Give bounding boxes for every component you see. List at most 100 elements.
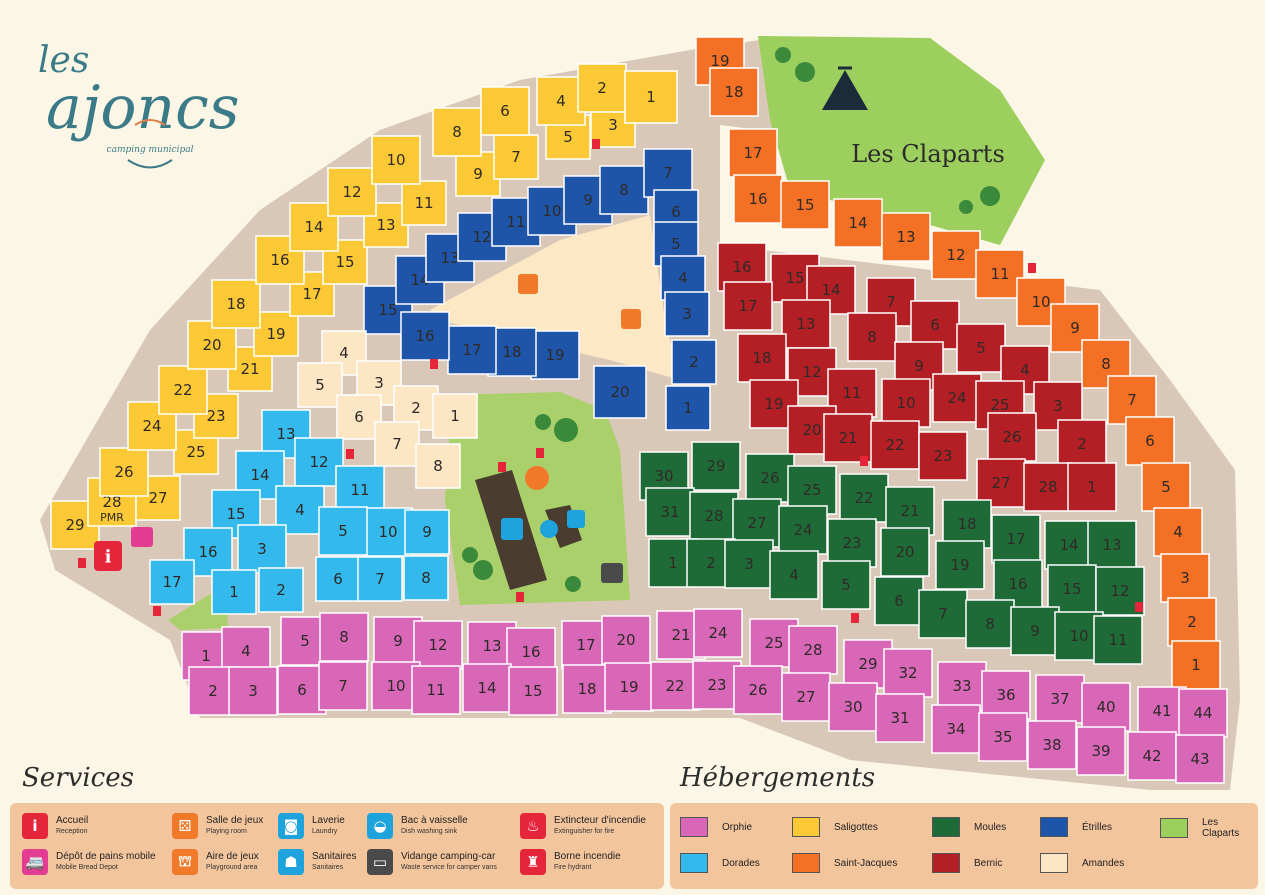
plot-saligottes-4[interactable]: [536, 76, 586, 126]
plot-saint-jacques-17[interactable]: [728, 128, 778, 178]
plot-bernic-10[interactable]: [881, 378, 931, 428]
plot-etrilles-16[interactable]: [400, 311, 450, 361]
plot-etrilles-3[interactable]: [664, 291, 710, 337]
plot-moules-5[interactable]: [821, 560, 871, 610]
plot-moules-29[interactable]: [691, 441, 741, 491]
plot-moules-22[interactable]: [839, 473, 889, 523]
plot-orphie-39[interactable]: [1076, 726, 1126, 776]
plot-saint-jacques-14[interactable]: [833, 198, 883, 248]
plot-orphie-37[interactable]: [1035, 674, 1085, 724]
plot-orphie-43[interactable]: [1175, 734, 1225, 784]
plot-dorades-1[interactable]: [211, 569, 257, 615]
plot-saligottes-22[interactable]: [158, 365, 208, 415]
plot-moules-9[interactable]: [1010, 606, 1060, 656]
plot-moules-23[interactable]: [827, 518, 877, 568]
plot-dorades-8[interactable]: [403, 555, 449, 601]
plot-dorades-3[interactable]: [237, 524, 287, 574]
plot-orphie-30[interactable]: [828, 682, 878, 732]
plot-dorades-12[interactable]: [294, 437, 344, 487]
plot-amandes-5[interactable]: [297, 362, 343, 408]
plot-moules-18[interactable]: [942, 499, 992, 549]
plot-saligottes-14[interactable]: [289, 202, 339, 252]
plot-saligottes-12[interactable]: [327, 167, 377, 217]
plot-orphie-22[interactable]: [650, 661, 700, 711]
plot-dorades-7[interactable]: [357, 556, 403, 602]
plot-orphie-23[interactable]: [692, 660, 742, 710]
plot-orphie-27[interactable]: [781, 672, 831, 722]
plot-saligottes-6[interactable]: [480, 86, 530, 136]
plot-saint-jacques-16[interactable]: [733, 174, 783, 224]
plot-orphie-12[interactable]: [413, 620, 463, 670]
plot-moules-20[interactable]: [880, 527, 930, 577]
plot-saligottes-20[interactable]: [187, 320, 237, 370]
plot-orphie-44[interactable]: [1178, 688, 1228, 738]
plot-saligottes-1[interactable]: [624, 70, 678, 124]
plot-saint-jacques-2[interactable]: [1167, 597, 1217, 647]
plot-etrilles-8[interactable]: [599, 165, 649, 215]
plot-dorades-5[interactable]: [318, 506, 368, 556]
plot-dorades-6[interactable]: [315, 556, 361, 602]
plot-orphie-24[interactable]: [693, 608, 743, 658]
plot-saint-jacques-4[interactable]: [1153, 507, 1203, 557]
plot-saint-jacques-1[interactable]: [1171, 640, 1221, 690]
plot-bernic-26[interactable]: [987, 412, 1037, 462]
plot-saint-jacques-11[interactable]: [975, 249, 1025, 299]
plot-moules-8[interactable]: [965, 599, 1015, 649]
plot-orphie-32[interactable]: [883, 648, 933, 698]
plot-moules-27[interactable]: [732, 498, 782, 548]
plot-saint-jacques-12[interactable]: [931, 230, 981, 280]
plot-amandes-1[interactable]: [432, 393, 478, 439]
plot-etrilles-1[interactable]: [665, 385, 711, 431]
plot-etrilles-20[interactable]: [593, 365, 647, 419]
plot-orphie-40[interactable]: [1081, 682, 1131, 732]
plot-bernic-27[interactable]: [976, 458, 1026, 508]
plot-saligottes-11[interactable]: [401, 180, 447, 226]
plot-bernic-17[interactable]: [723, 281, 773, 331]
plot-saint-jacques-15[interactable]: [780, 180, 830, 230]
plot-dorades-10[interactable]: [363, 507, 413, 557]
plot-saint-jacques-3[interactable]: [1160, 553, 1210, 603]
plot-moules-19[interactable]: [935, 540, 985, 590]
plot-moules-13[interactable]: [1087, 520, 1137, 570]
plot-orphie-11[interactable]: [411, 665, 461, 715]
plot-saint-jacques-13[interactable]: [881, 212, 931, 262]
plot-amandes-6[interactable]: [336, 394, 382, 440]
plot-orphie-28[interactable]: [788, 625, 838, 675]
plot-etrilles-17[interactable]: [447, 325, 497, 375]
plot-moules-11[interactable]: [1093, 615, 1143, 665]
plot-etrilles-19[interactable]: [530, 330, 580, 380]
plot-orphie-26[interactable]: [733, 665, 783, 715]
plot-orphie-3[interactable]: [228, 666, 278, 716]
plot-orphie-36[interactable]: [981, 670, 1031, 720]
plot-moules-21[interactable]: [885, 486, 935, 536]
plot-dorades-17[interactable]: [149, 559, 195, 605]
plot-saligottes-26[interactable]: [99, 447, 149, 497]
plot-bernic-6[interactable]: [910, 300, 960, 350]
plot-moules-31[interactable]: [645, 487, 695, 537]
plot-orphie-18[interactable]: [562, 664, 612, 714]
plot-etrilles-7[interactable]: [643, 148, 693, 198]
plot-moules-4[interactable]: [769, 550, 819, 600]
plot-saint-jacques-18[interactable]: [709, 67, 759, 117]
plot-moules-17[interactable]: [991, 514, 1041, 564]
plot-orphie-38[interactable]: [1027, 720, 1077, 770]
plot-bernic-13[interactable]: [781, 299, 831, 349]
plot-saligottes-19[interactable]: [253, 311, 299, 357]
plot-dorades-9[interactable]: [404, 509, 450, 555]
plot-bernic-24[interactable]: [932, 373, 982, 423]
plot-bernic-2[interactable]: [1057, 419, 1107, 469]
plot-moules-15[interactable]: [1047, 564, 1097, 614]
plot-etrilles-2[interactable]: [671, 339, 717, 385]
plot-orphie-20[interactable]: [601, 615, 651, 665]
plot-bernic-22[interactable]: [870, 420, 920, 470]
plot-saligottes-7[interactable]: [493, 134, 539, 180]
plot-bernic-18[interactable]: [737, 333, 787, 383]
plot-amandes-8[interactable]: [415, 443, 461, 489]
plot-orphie-7[interactable]: [318, 661, 368, 711]
plot-dorades-2[interactable]: [258, 567, 304, 613]
plot-bernic-1[interactable]: [1067, 462, 1117, 512]
plot-moules-7[interactable]: [918, 589, 968, 639]
plot-saligottes-9[interactable]: [455, 151, 501, 197]
plot-saint-jacques-7[interactable]: [1107, 375, 1157, 425]
plot-moules-16[interactable]: [993, 559, 1043, 609]
